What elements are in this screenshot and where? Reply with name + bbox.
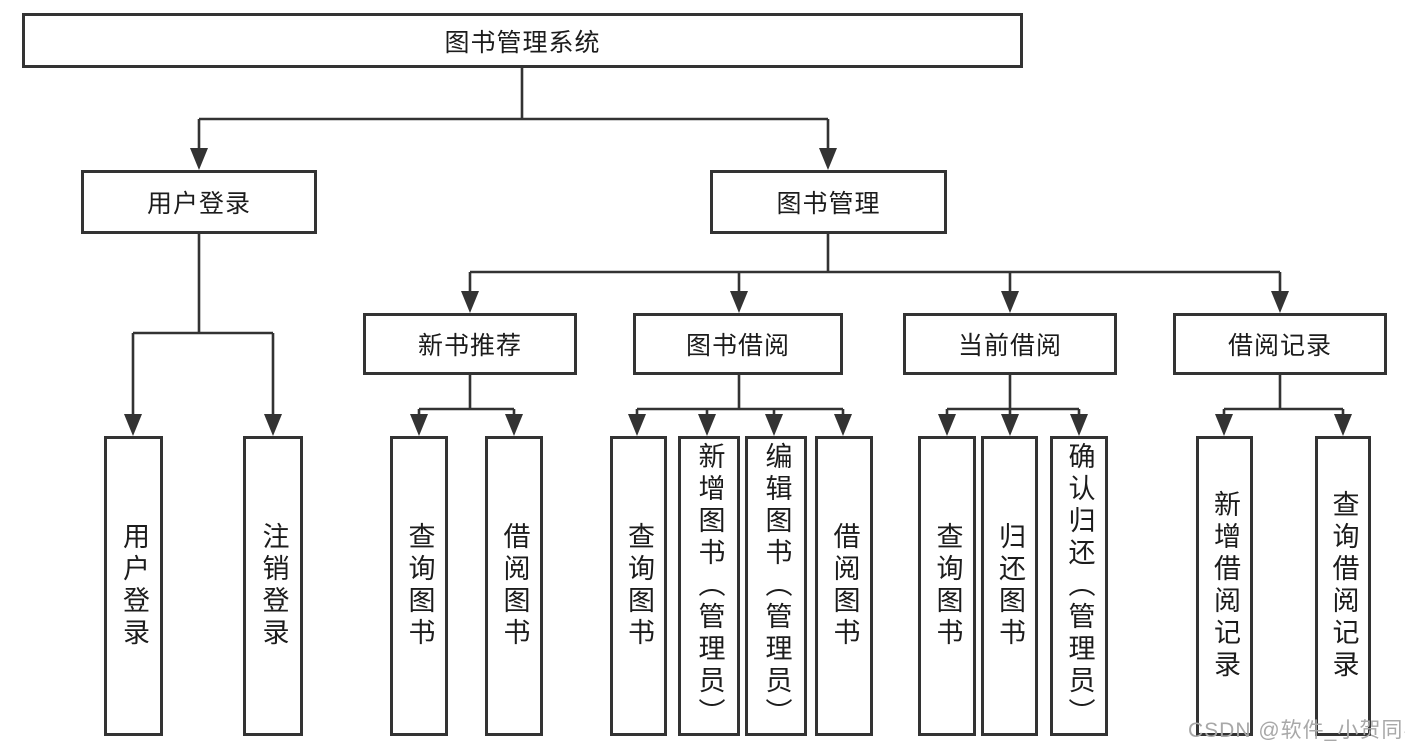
node-book-borrowing: 图书借阅 bbox=[633, 313, 843, 375]
leaf-borrow-books-recommend: 借阅图书 bbox=[485, 436, 543, 736]
node-label: 注销登录 bbox=[258, 522, 289, 650]
leaf-query-books-recommend: 查询图书 bbox=[390, 436, 448, 736]
leaf-edit-books-admin: 编辑图书（管理员） bbox=[745, 436, 807, 736]
leaf-query-books-current: 查询图书 bbox=[918, 436, 976, 736]
node-label: 用户登录 bbox=[119, 522, 149, 650]
leaf-query-borrow-record: 查询借阅记录 bbox=[1315, 436, 1371, 736]
leaf-borrow-books-borrowing: 借阅图书 bbox=[815, 436, 873, 736]
node-borrowing-records: 借阅记录 bbox=[1173, 313, 1387, 375]
node-label: 图书管理系统 bbox=[444, 28, 601, 57]
arrowheads bbox=[124, 148, 1352, 436]
node-label: 确认归还（管理员） bbox=[1064, 442, 1095, 730]
leaf-logout: 注销登录 bbox=[243, 436, 303, 736]
node-label: 查询图书 bbox=[932, 522, 963, 650]
node-label: 图书借阅 bbox=[685, 332, 790, 360]
leaf-query-books-borrowing: 查询图书 bbox=[610, 436, 667, 736]
node-new-book-recommendation: 新书推荐 bbox=[363, 313, 577, 375]
node-label: 借阅记录 bbox=[1227, 332, 1332, 360]
node-root-library-system: 图书管理系统 bbox=[22, 13, 1023, 68]
node-book-management: 图书管理 bbox=[710, 170, 947, 234]
leaf-add-borrow-record: 新增借阅记录 bbox=[1196, 436, 1253, 736]
node-label: 新增图书（管理员） bbox=[694, 442, 725, 730]
node-label: 当前借阅 bbox=[957, 332, 1062, 360]
node-label: 查询图书 bbox=[624, 522, 654, 650]
node-label: 图书管理 bbox=[776, 190, 881, 218]
watermark-text: CSDN @软件_小贺同学 bbox=[1188, 719, 1405, 742]
node-label: 用户登录 bbox=[146, 190, 251, 218]
node-label: 借阅图书 bbox=[499, 522, 530, 650]
node-user-login: 用户登录 bbox=[81, 170, 317, 234]
leaf-add-books-admin: 新增图书（管理员） bbox=[678, 436, 740, 736]
node-label: 新增借阅记录 bbox=[1210, 490, 1240, 682]
node-label: 借阅图书 bbox=[829, 522, 860, 650]
leaf-user-login: 用户登录 bbox=[104, 436, 163, 736]
node-label: 归还图书 bbox=[995, 522, 1025, 650]
node-label: 查询图书 bbox=[404, 522, 435, 650]
node-label: 新书推荐 bbox=[417, 332, 522, 360]
leaf-return-books: 归还图书 bbox=[981, 436, 1038, 736]
node-label: 查询借阅记录 bbox=[1328, 490, 1359, 682]
node-current-borrowing: 当前借阅 bbox=[903, 313, 1117, 375]
leaf-confirm-return-admin: 确认归还（管理员） bbox=[1050, 436, 1108, 736]
node-label: 编辑图书（管理员） bbox=[761, 442, 792, 730]
